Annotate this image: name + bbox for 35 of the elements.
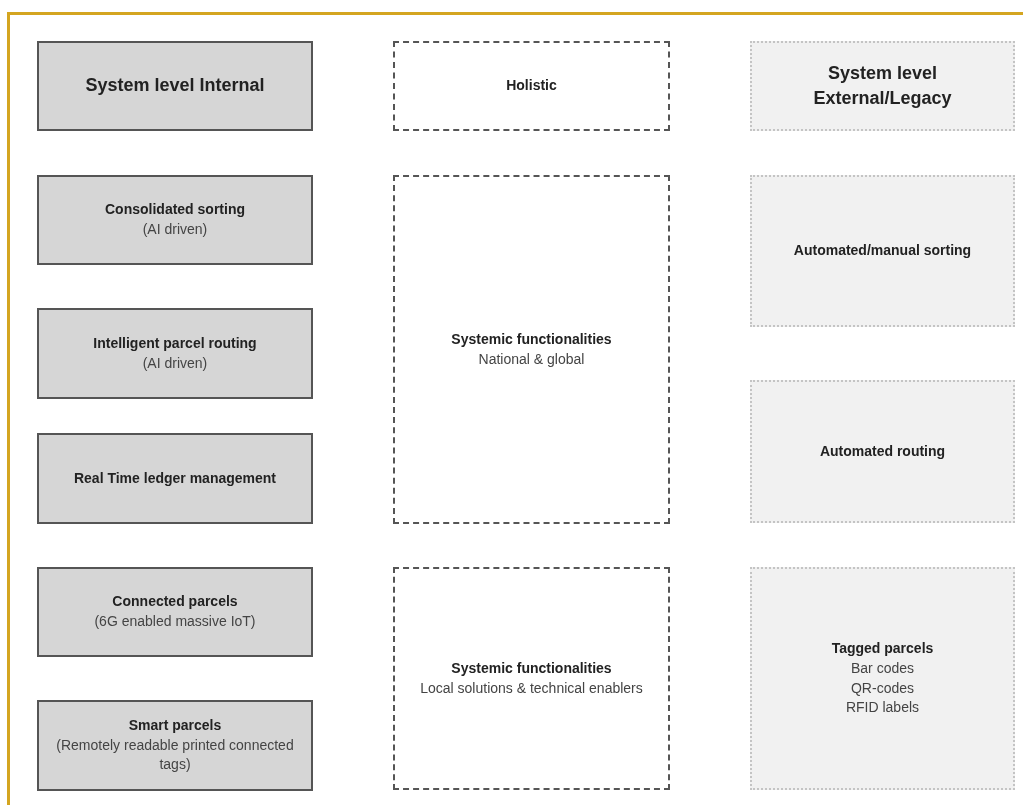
box-heading: Automated/manual sorting — [793, 241, 972, 261]
box-heading: Consolidated sorting — [105, 200, 245, 220]
function-box — [750, 380, 1015, 523]
function-box — [750, 175, 1015, 327]
box-heading: Automated routing — [819, 441, 946, 461]
function-box — [750, 567, 1015, 790]
function-box — [37, 700, 313, 791]
box-text: Bar codes — [850, 658, 914, 678]
function-box — [37, 567, 313, 657]
box-text: (AI driven) — [142, 220, 208, 239]
box-text: (Remotely readable printed connected tags) — [55, 735, 295, 775]
dashed-box — [393, 175, 670, 524]
header-box — [37, 41, 313, 131]
box-text: (AI driven) — [142, 353, 208, 373]
box-heading: System level External/Legacy — [812, 61, 953, 110]
box-heading: Intelligent parcel routing — [93, 333, 257, 353]
box-heading: Connected parcels — [112, 592, 238, 612]
function-box — [37, 433, 313, 524]
box-heading: Tagged parcels — [831, 639, 934, 659]
box-heading: Real Time ledger management — [73, 468, 276, 488]
box-heading: Holistic — [506, 76, 557, 96]
dashed-box — [393, 41, 670, 131]
box-heading: Systemic functionalities — [451, 329, 612, 349]
box-text: Local solutions & technical enablers — [420, 678, 643, 698]
function-box — [37, 308, 313, 399]
box-heading: System level Internal — [85, 74, 265, 98]
function-box — [37, 175, 313, 265]
box-text: (6G enabled massive IoT) — [94, 612, 256, 631]
box-text: National & global — [478, 349, 585, 369]
header-box — [750, 41, 1015, 131]
box-heading: Smart parcels — [128, 716, 222, 736]
box-heading: Systemic functionalities — [451, 658, 612, 678]
box-text: RFID labels — [845, 698, 920, 718]
dashed-box — [393, 567, 670, 790]
box-text: QR-codes — [851, 678, 914, 698]
